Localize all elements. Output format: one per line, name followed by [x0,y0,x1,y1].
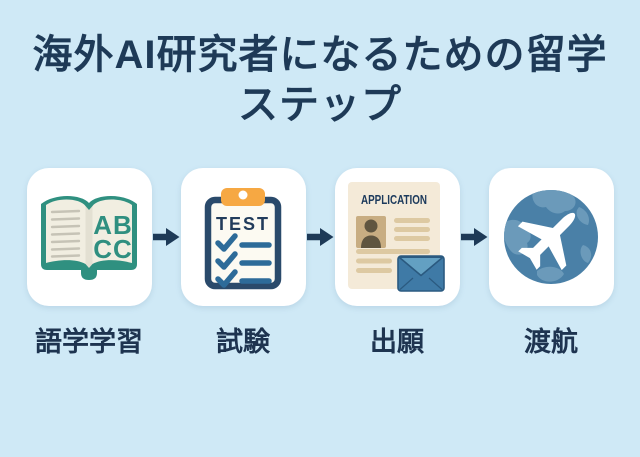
step-card-language-study: AB CC [26,168,152,306]
arrow-slot [460,225,489,249]
arrow-right-icon [306,228,333,246]
step-exam: TEST 試験 [180,168,306,358]
arrow-slot [306,225,335,249]
step-label-exam: 試験 [216,327,270,357]
application-heading: APPLICATION [361,192,427,207]
step-application: APPLICATION [334,168,460,358]
arrow-right-icon [460,228,487,246]
step-card-departure [488,168,614,306]
envelope-icon [397,255,445,292]
checklist-rows [215,233,272,288]
step-card-application: APPLICATION [334,168,460,306]
infographic-canvas: 海外AI研究者になるための留学ステップ [0,30,640,457]
step-label-language-study: 語学学習 [35,327,143,357]
step-label-application: 出願 [370,327,424,357]
test-clipboard-icon: TEST [204,188,282,290]
page-title-line1: 海外AI研究者になるための留学 [32,33,608,77]
step-card-exam: TEST [180,168,306,306]
page-title-line2: ステップ [238,83,402,127]
step-language-study: AB CC 語学学習 [26,168,152,358]
step-label-departure: 渡航 [524,327,578,357]
step-departure: 渡航 [488,168,614,358]
book-letters-line2: CC [93,234,133,264]
open-book-icon: AB CC [41,196,137,280]
document-text-lines [356,218,430,273]
steps-flow: AB CC 語学学習 TEST [0,168,640,358]
application-document-icon: APPLICATION [348,182,445,292]
book-text-lines [50,209,81,258]
clipboard-heading: TEST [216,214,270,234]
book-letters-line1: AB [93,210,133,240]
arrow-slot [152,225,181,249]
page-title: 海外AI研究者になるための留学ステップ [0,30,640,130]
arrow-right-icon [152,228,179,246]
airplane-icon [517,212,576,271]
globe-airplane-icon [504,190,598,284]
